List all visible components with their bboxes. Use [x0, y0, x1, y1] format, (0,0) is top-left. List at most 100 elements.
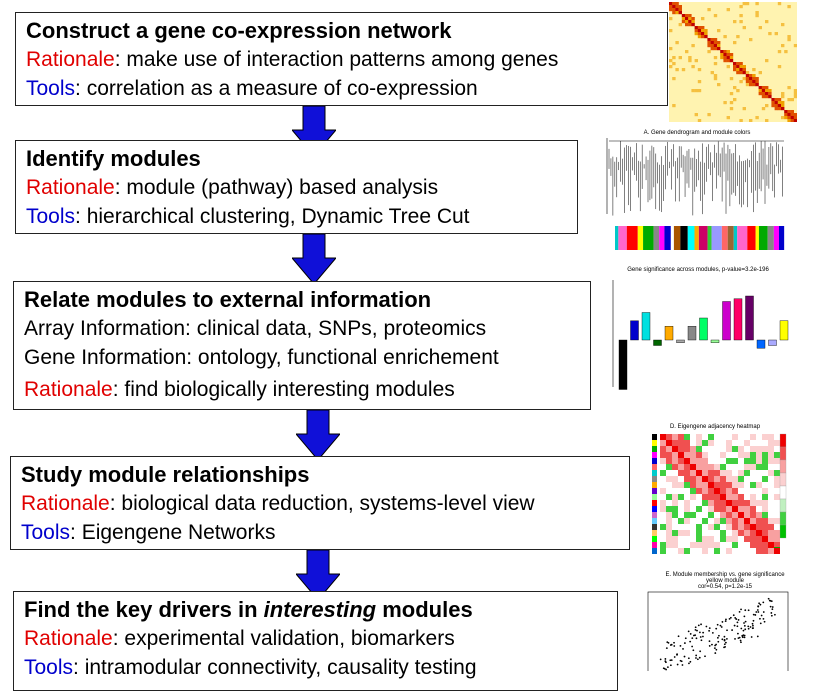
- module-color-block: [653, 226, 660, 250]
- heatmap-cell: [690, 488, 696, 494]
- scatter-point: [677, 635, 680, 638]
- heatmap-cell: [714, 506, 720, 512]
- heatmap-cell: [720, 488, 726, 494]
- heatmap-cell: [765, 92, 769, 96]
- heatmap-cell: [666, 500, 672, 506]
- heatmap-cell: [750, 440, 756, 446]
- heatmap-cell: [694, 89, 698, 93]
- heatmap-cell: [726, 440, 732, 446]
- heatmap-cell: [672, 77, 676, 81]
- heatmap-cell: [678, 506, 684, 512]
- heatmap-cell: [684, 464, 690, 470]
- heatmap-cell: [707, 113, 711, 117]
- scatter-point: [771, 608, 774, 611]
- heatmap-cell: [739, 68, 743, 72]
- heatmap-cell: [732, 470, 738, 476]
- heatmap-cell: [750, 512, 756, 518]
- rationale-label: Rationale: [26, 176, 115, 199]
- heatmap-cell: [691, 44, 695, 48]
- heatmap-cell: [704, 32, 708, 36]
- heatmap-cell: [768, 458, 774, 464]
- heatmap-cell: [678, 500, 684, 506]
- scatter-point: [716, 623, 719, 626]
- heatmap-cell: [750, 524, 756, 530]
- heatmap-cell: [787, 113, 791, 117]
- heatmap-cell: [713, 77, 718, 81]
- heatmap-cell: [666, 488, 672, 494]
- heatmap-cell: [729, 59, 734, 63]
- heatmap-cell: [726, 53, 730, 57]
- heatmap-cell: [720, 542, 726, 548]
- heatmap-cell: [745, 80, 750, 84]
- heatmap-cell: [736, 68, 740, 72]
- heatmap-cell: [713, 14, 718, 18]
- heatmap-cell: [732, 536, 738, 542]
- scatter-stat: cor=0.54, p=1.2e-15: [698, 584, 753, 590]
- heatmap-cell: [774, 464, 780, 470]
- significance-bar: [756, 339, 766, 349]
- heatmap-cell: [729, 107, 734, 111]
- scatter-point: [700, 623, 702, 626]
- scatter-point: [663, 667, 666, 670]
- module-color-block: [747, 226, 756, 250]
- legend-swatch: [779, 433, 787, 448]
- heatmap-cell: [669, 47, 673, 51]
- membership-scatter-thumbnail: E. Module membership vs. gene significan…: [647, 572, 789, 671]
- heatmap-cell: [739, 14, 743, 18]
- heatmap-cell: [678, 512, 684, 518]
- scatter-point: [715, 648, 718, 651]
- heatmap-cell: [790, 113, 794, 117]
- heatmap-cell: [732, 500, 738, 506]
- heatmap-cell: [756, 488, 762, 494]
- heatmap-cell: [690, 500, 696, 506]
- rationale-label: Rationale: [26, 48, 115, 71]
- scatter-point: [679, 659, 682, 662]
- heatmap-cell: [765, 59, 769, 63]
- heatmap-cell: [720, 446, 726, 452]
- heatmap-cell: [697, 32, 702, 36]
- scatter-point: [708, 627, 711, 629]
- heatmap-cell: [732, 482, 738, 488]
- heatmap-cell: [762, 506, 768, 512]
- heatmap-cell: [704, 29, 708, 33]
- heatmap-cell: [669, 2, 673, 6]
- heatmap-cell: [738, 452, 744, 458]
- heatmap-cell: [726, 488, 732, 494]
- heatmap-cell: [756, 512, 762, 518]
- heatmap-cell: [729, 92, 734, 96]
- heatmap-cell: [744, 548, 750, 554]
- heatmap-cell: [762, 548, 768, 554]
- heatmap-cell: [749, 80, 753, 84]
- heatmap-cell: [756, 446, 762, 452]
- heatmap-cell: [710, 71, 714, 75]
- module-color-block: [652, 548, 657, 554]
- heatmap-cell: [708, 494, 714, 500]
- heatmap-cell: [678, 530, 684, 536]
- heatmap-cell: [726, 464, 732, 470]
- heatmap-cell: [720, 512, 726, 518]
- heatmap-cell: [777, 65, 782, 69]
- heatmap-cell: [756, 434, 762, 440]
- heatmap-cell: [726, 470, 732, 476]
- scatter-point: [741, 636, 744, 639]
- gene-significance-thumbnail: Gene significance across modules, p-valu…: [612, 267, 789, 390]
- heatmap-cell: [720, 518, 726, 524]
- scatter-point: [740, 641, 742, 644]
- heatmap-cell: [732, 530, 738, 536]
- heatmap-cell: [701, 17, 705, 21]
- heatmap-cell: [738, 530, 744, 536]
- heatmap-cell: [660, 458, 666, 464]
- scatter-point: [692, 649, 695, 652]
- heatmap-cell: [702, 530, 708, 536]
- scatter-point: [687, 630, 690, 633]
- step-identify-modules: Identify modules Rationale: module (path…: [15, 140, 578, 234]
- heatmap-cell: [793, 113, 797, 117]
- heatmap-cell: [726, 116, 730, 120]
- heatmap-cell: [691, 65, 695, 69]
- heatmap-cell: [726, 8, 730, 12]
- heatmap-cell: [787, 116, 791, 120]
- heatmap-cell: [744, 518, 750, 524]
- tools-line: Tools: Eigengene Networks: [21, 518, 619, 547]
- significance-bar: [641, 312, 651, 341]
- heatmap-cell: [738, 482, 744, 488]
